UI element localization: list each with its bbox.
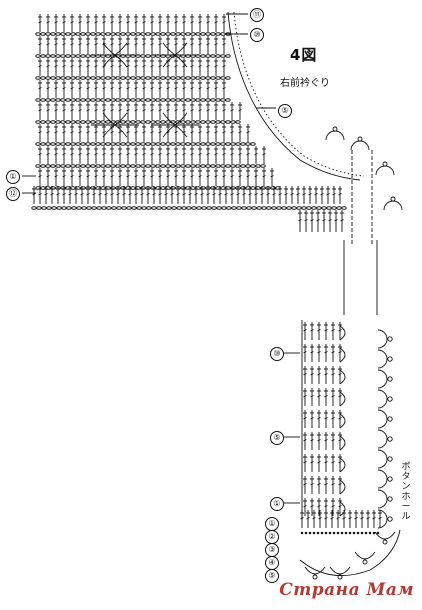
- row-marker-10-lower: ⑩: [270, 347, 284, 361]
- row-marker-bottom-1: ①: [265, 517, 279, 531]
- row-marker-bottom-3: ③: [265, 543, 279, 557]
- connector-lines: [343, 240, 378, 315]
- neckline-edging: [22, 11, 403, 244]
- watermark-logo: Страна Мам: [279, 580, 414, 600]
- figure-caption: 右前衿ぐり: [280, 78, 330, 89]
- row-marker-bottom-2: ②: [265, 530, 279, 544]
- row-marker-1-lower: ①: [270, 497, 284, 511]
- row-marker-5-neck: ⑤: [278, 104, 292, 118]
- row-marker-12-left: ⑫: [6, 187, 20, 201]
- upper-body-panel: [31, 14, 347, 232]
- figure-number: 4図: [290, 46, 318, 64]
- row-marker-5-lower: ⑤: [270, 431, 284, 445]
- front-band-panel: [284, 320, 382, 535]
- row-marker-bottom-5: ⑤: [265, 569, 279, 583]
- picot-edging: [299, 329, 401, 580]
- row-marker-10-top: ⑩: [250, 28, 264, 42]
- row-marker-1-left: ①: [6, 170, 20, 184]
- buttonhole-note: ボタン ホール: [401, 462, 411, 522]
- row-marker-11-top: ⑪: [250, 8, 264, 22]
- row-marker-bottom-4: ④: [265, 556, 279, 570]
